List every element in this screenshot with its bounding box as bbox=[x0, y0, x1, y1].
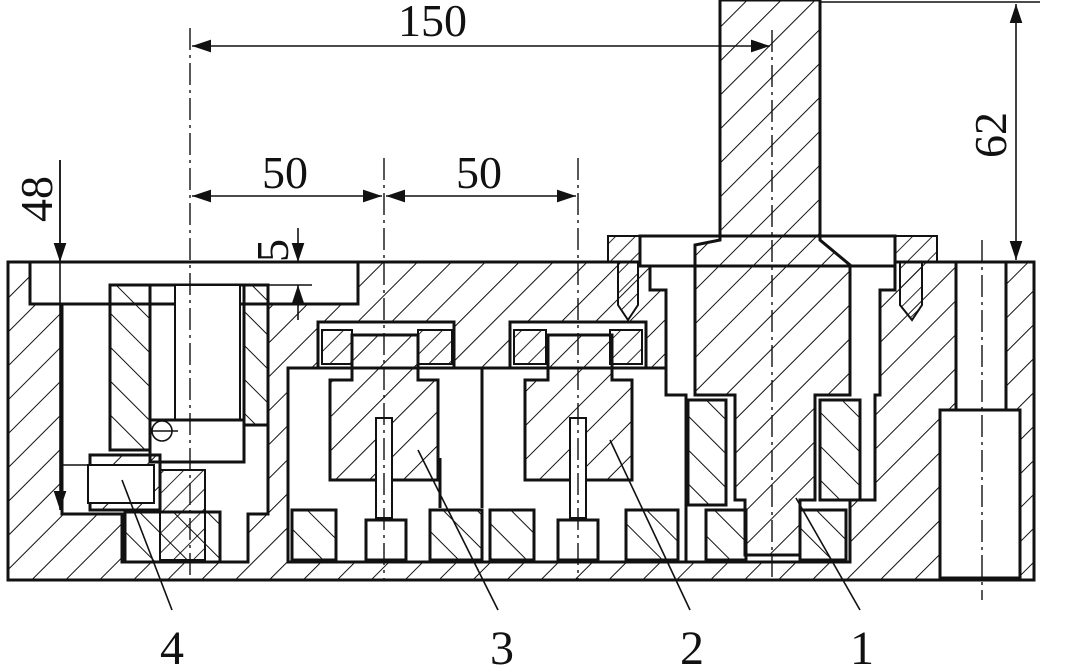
callout-4: 4 bbox=[160, 622, 184, 672]
leader-lines bbox=[121, 439, 861, 611]
dim-150: 150 bbox=[398, 0, 467, 46]
left-pocket bbox=[60, 283, 270, 564]
dim-50-left: 50 bbox=[262, 147, 308, 198]
callout-1: 1 bbox=[850, 622, 874, 672]
callout-3: 3 bbox=[490, 622, 514, 672]
dim-50-right: 50 bbox=[456, 147, 502, 198]
dim-48: 48 bbox=[11, 176, 62, 222]
right-bore bbox=[938, 260, 1022, 580]
dim-5: 5 bbox=[247, 239, 298, 262]
dimension-lines bbox=[53, 1, 1040, 510]
callout-2: 2 bbox=[680, 622, 704, 672]
dim-62: 62 bbox=[965, 112, 1016, 158]
center-lines bbox=[189, 28, 983, 600]
middle-pocket bbox=[286, 320, 688, 564]
